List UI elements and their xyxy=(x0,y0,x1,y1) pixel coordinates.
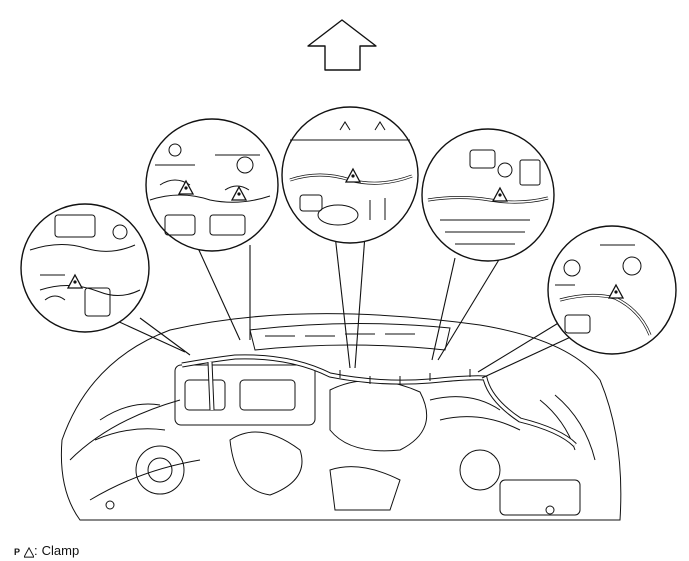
wire-harness xyxy=(181,354,577,447)
corner-mark: P xyxy=(14,547,21,557)
front-direction-arrow-icon xyxy=(307,19,377,71)
detail-circle-5 xyxy=(547,225,677,355)
callout-leaders xyxy=(114,234,576,379)
detail-circle-1 xyxy=(20,203,150,333)
engine-bay xyxy=(60,313,622,521)
legend: P : Clamp xyxy=(14,536,79,558)
detail-circle-2 xyxy=(145,118,279,252)
legend-label: Clamp xyxy=(41,543,80,558)
legend-separator: : xyxy=(34,543,38,558)
detail-circle-3 xyxy=(281,106,419,244)
clamp-triangle-icon xyxy=(24,547,35,558)
detail-circle-4 xyxy=(421,128,555,262)
